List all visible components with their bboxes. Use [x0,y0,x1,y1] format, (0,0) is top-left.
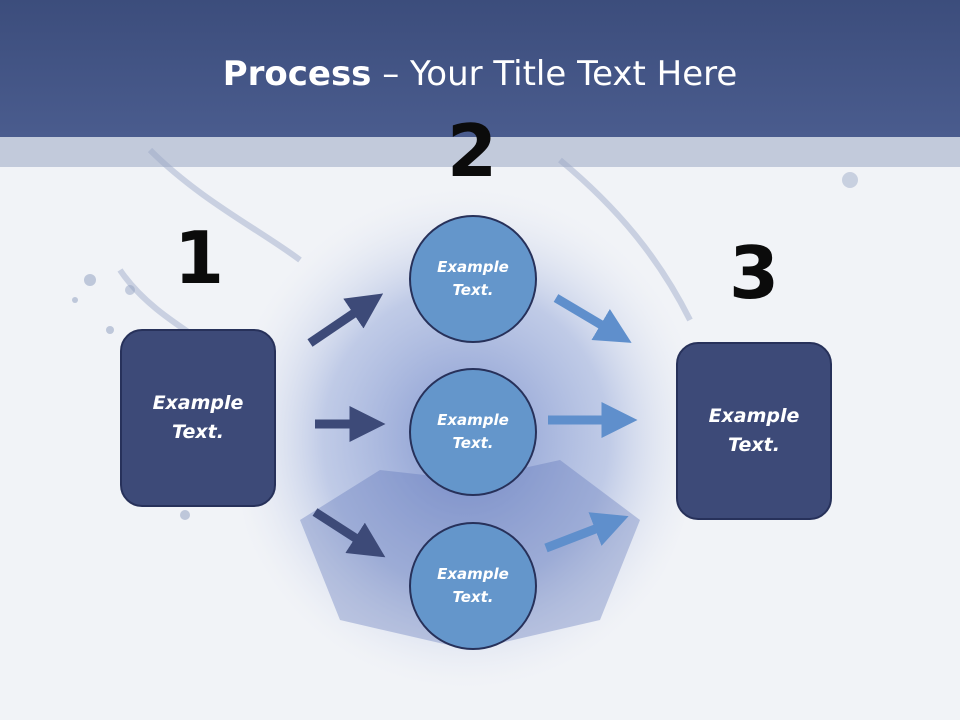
step-2-circle-top: Example Text. [409,215,537,343]
step-number-2: 2 [446,109,498,193]
circle-bottom-text-line2: Text. [452,588,494,606]
step-1-box: Example Text. [120,329,276,507]
step-2-circle-middle: Example Text. [409,368,537,496]
arrow-box1-to-circle-top [307,293,384,347]
circle-middle-text-line2: Text. [452,434,494,452]
step-1-text-line2: Text. [172,421,224,443]
circle-bottom-text-line1: Example [437,565,509,583]
step-2-circle-bottom: Example Text. [409,522,537,650]
title-bar-band [0,137,960,167]
arrow-box1-to-circle-bottom [312,508,386,558]
step-number-3: 3 [728,231,780,315]
step-3-text-line1: Example [708,405,800,427]
step-3-box: Example Text. [676,342,832,520]
step-3-text-line2: Text. [728,434,780,456]
step-number-1: 1 [173,216,225,300]
step-1-text-line1: Example [152,392,244,414]
arrow-circle-bottom-to-box3 [544,512,629,553]
slide-title: Process – Your Title Text Here [0,52,960,96]
arrow-circle-top-to-box3 [553,294,632,343]
circle-top-text-line1: Example [437,258,509,276]
slide-title-bold: Process [222,54,372,94]
slide-title-rest: – Your Title Text Here [371,54,738,94]
circle-top-text-line2: Text. [452,281,494,299]
title-bar [0,0,960,137]
circle-middle-text-line1: Example [437,411,509,429]
